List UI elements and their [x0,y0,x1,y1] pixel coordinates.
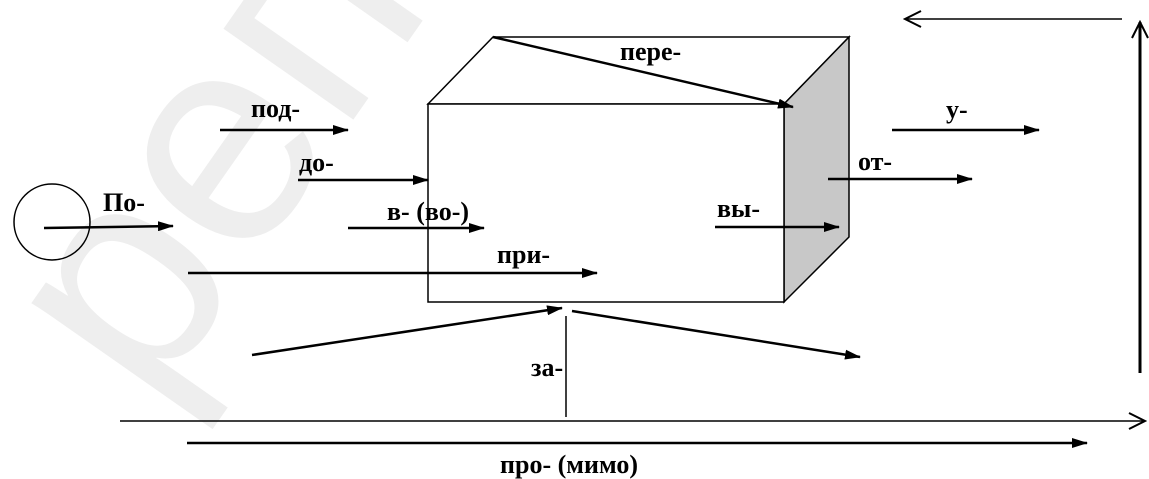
box [426,35,851,304]
label-pere: пере- [620,37,681,66]
label-pod: под- [251,94,300,123]
po-arrow [43,221,174,232]
box-front-face [427,103,785,303]
label-po: По- [103,188,145,217]
label-ot: от- [858,147,892,176]
label-za: за- [531,353,563,382]
za-in-arrow [251,305,563,357]
label-u: у- [946,95,968,124]
label-v-vo: в- (во-) [387,197,469,226]
label-do: до- [299,148,334,177]
label-vy: вы- [717,194,760,223]
pere-arrow [492,35,794,109]
start-circle [13,183,91,261]
label-pri: при- [497,240,550,269]
za-out-arrow [571,309,861,360]
label-pro-mimo: про- (мимо) [500,450,638,479]
